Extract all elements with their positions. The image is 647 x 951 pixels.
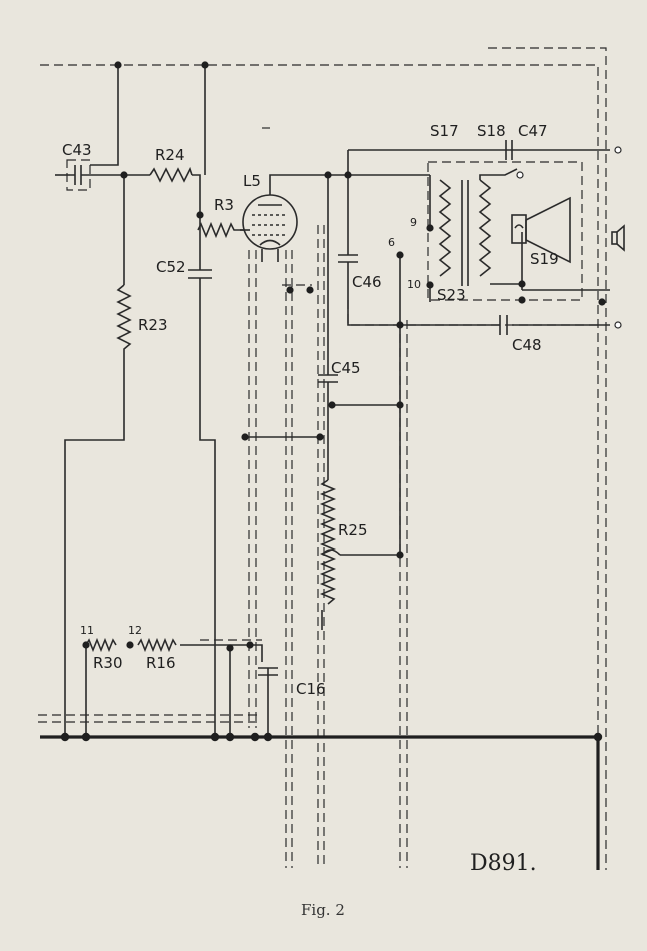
capacitor-c47 [505,140,513,160]
terminal-12: 12 [128,624,142,637]
wiring [55,65,610,735]
label-s18: S18 [477,122,506,140]
drawing-number: D891. [470,851,537,876]
label-r24: R24 [155,146,185,164]
label-r23: R23 [138,316,168,334]
label-c16: C16 [296,680,326,698]
resistor-r16 [137,637,177,653]
resistor-r30 [85,637,117,653]
label-c45: C45 [331,359,361,377]
junction-dots [60,61,606,742]
label-r30: R30 [93,654,123,672]
resistor-r23 [116,284,132,350]
terminal-numbers: 6 9 10 11 12 [80,216,421,637]
label-r3: R3 [214,196,234,214]
loudspeaker [511,196,571,264]
component-labels: C43 R24 R3 L5 C52 R23 C46 C45 R25 S17 S1… [62,122,559,698]
terminal-10: 10 [407,278,421,291]
output-terminal-top [614,146,622,154]
speaker-symbol [611,224,625,252]
label-s23: S23 [437,286,466,304]
label-s17: S17 [430,122,459,140]
valve-l5 [242,194,298,262]
label-r16: R16 [146,654,176,672]
resistors [85,166,341,653]
label-s19: S19 [530,250,559,268]
label-c46: C46 [352,273,382,291]
resistor-r25 [319,479,337,605]
capacitors [66,140,513,387]
figure-caption: Fig. 2 [301,901,345,919]
terminal-11: 11 [80,624,94,637]
output-terminal-bottom [614,321,622,329]
label-c47: C47 [518,122,548,140]
terminal-9: 9 [410,216,417,229]
label-c48: C48 [512,336,542,354]
resistor-r24 [149,166,193,183]
output-transformer [438,168,524,286]
capacitor-c46 [338,254,358,263]
resistor-r3 [197,221,245,239]
label-r25: R25 [338,521,368,539]
label-l5: L5 [243,172,261,190]
terminal-6: 6 [388,236,395,249]
r25-wiper [321,549,341,556]
capacitor-c48 [499,315,508,335]
label-c43: C43 [62,141,92,159]
capacitor-c52 [188,269,212,279]
capacitor-c43 [70,165,90,185]
label-c52: C52 [156,258,186,276]
screen-lines [38,47,607,870]
